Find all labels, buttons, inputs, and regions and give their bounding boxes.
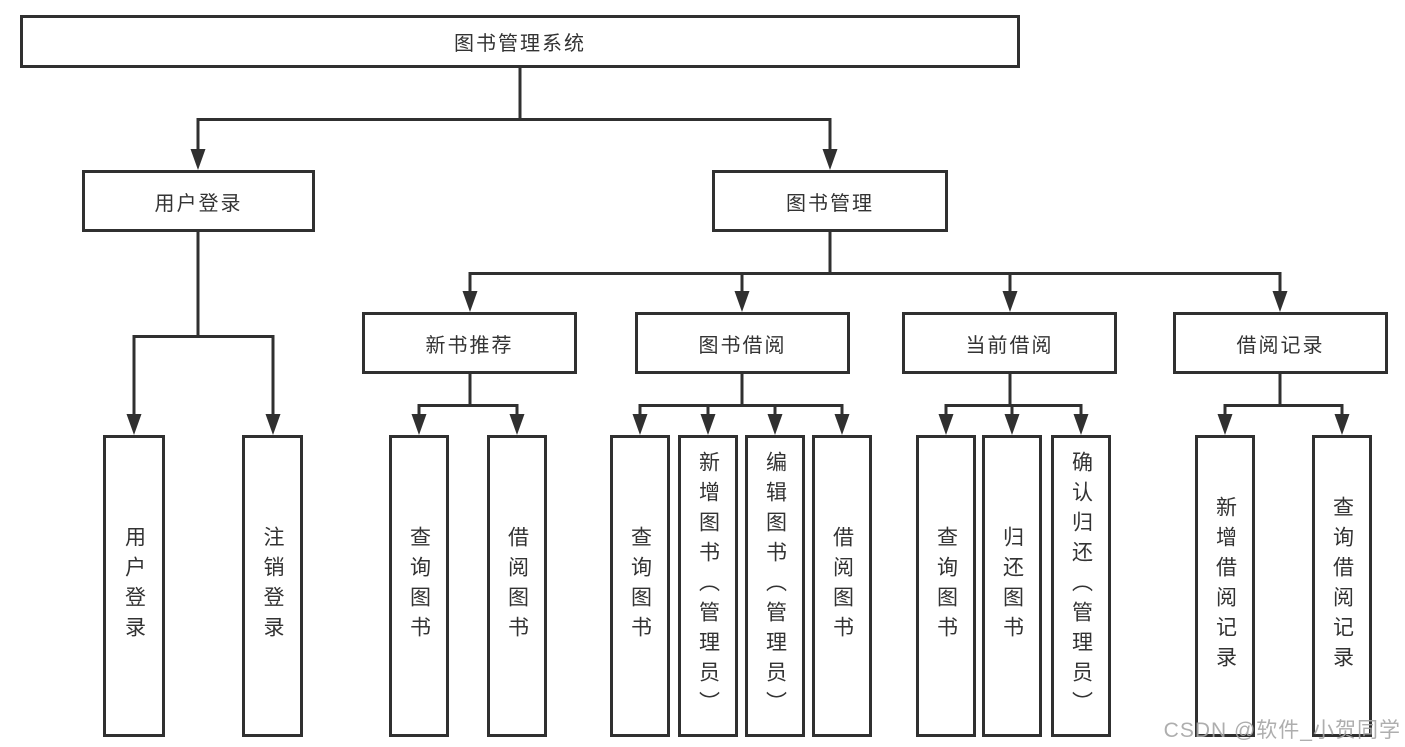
node-book-management: 图书管理	[712, 170, 948, 232]
leaf-borrow-books-recommend: 借阅图书	[487, 435, 547, 737]
leaf-confirm-return-admin: 确认归还（管理员）	[1051, 435, 1111, 737]
leaf-borrow-books-borrowing: 借阅图书	[812, 435, 872, 737]
leaf-add-books-admin: 新增图书（管理员）	[678, 435, 738, 737]
leaf-query-borrow-record: 查询借阅记录	[1312, 435, 1372, 737]
node-root: 图书管理系统	[20, 15, 1020, 68]
leaf-logout: 注销登录	[242, 435, 303, 737]
leaf-query-books-borrowing: 查询图书	[610, 435, 670, 737]
leaf-return-books: 归还图书	[982, 435, 1042, 737]
leaf-edit-books-admin: 编辑图书（管理员）	[745, 435, 805, 737]
node-book-borrowing: 图书借阅	[635, 312, 850, 374]
node-user-login: 用户登录	[82, 170, 315, 232]
leaf-query-books-current: 查询图书	[916, 435, 976, 737]
node-current-borrowing: 当前借阅	[902, 312, 1117, 374]
node-borrowing-records: 借阅记录	[1173, 312, 1388, 374]
watermark: CSDN @软件_小贺同学	[1163, 719, 1401, 742]
leaf-add-borrow-record: 新增借阅记录	[1195, 435, 1255, 737]
leaf-user-login: 用户登录	[103, 435, 165, 737]
node-new-book-recommend: 新书推荐	[362, 312, 577, 374]
leaf-query-books-recommend: 查询图书	[389, 435, 449, 737]
